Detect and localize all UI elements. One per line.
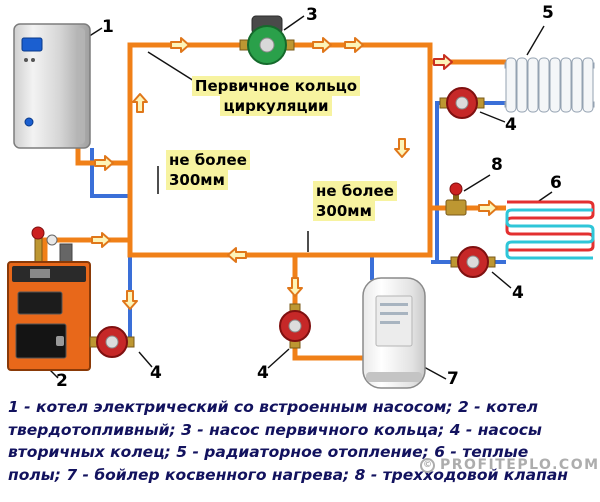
return-pipe-electric-boiler <box>90 148 130 198</box>
legend-line-3: вторичных колец; 5 - радиаторное отоплен… <box>8 443 529 461</box>
leader-4-dhw <box>267 348 290 369</box>
copyright-icon: © <box>420 457 435 473</box>
door-handle <box>56 336 64 346</box>
leader-4-radiator <box>479 111 506 123</box>
three-way-valve <box>445 182 467 216</box>
leader-4-solid <box>138 351 153 368</box>
flow-arrow-right <box>170 37 190 53</box>
flow-arrow-right <box>433 54 453 70</box>
callout-4-radiator: 4 <box>505 115 517 135</box>
valve-knob <box>449 182 463 196</box>
callout-4-dhw: 4 <box>257 363 269 383</box>
primary-ring-label: Первичное кольцо циркуляции <box>186 76 366 116</box>
supply-pipe-dhw-boiler <box>292 255 364 361</box>
distance-note-left: не более 300мм <box>166 150 250 190</box>
secondary-pump-radiator <box>439 87 485 119</box>
leader-8 <box>463 174 491 192</box>
solid-fuel-boiler <box>7 226 91 371</box>
watermark-text: PROFITEPLO.COM <box>440 457 600 473</box>
secondary-pump-floor <box>450 246 496 278</box>
flow-arrow-down <box>122 290 138 310</box>
legend-caption: 1 - котел электрический со встроенным на… <box>8 396 598 486</box>
callout-1: 1 <box>102 17 114 37</box>
watermark: © PROFITEPLO.COM <box>420 457 600 473</box>
callout-4-floor: 4 <box>512 283 524 303</box>
callout-8: 8 <box>491 155 503 175</box>
leader-5 <box>526 25 545 56</box>
flow-arrow-right <box>478 200 498 216</box>
flow-arrow-right <box>91 232 111 248</box>
electric-boiler <box>13 23 91 149</box>
leader-4-floor <box>491 271 512 289</box>
leader-3 <box>283 15 305 31</box>
callout-2: 2 <box>56 371 68 391</box>
return-pipe-radiator <box>435 101 506 260</box>
flow-arrow-left <box>227 247 247 263</box>
secondary-pump-solid-fuel <box>89 326 135 358</box>
lower-door <box>15 323 67 359</box>
legend-line-1: 1 - котел электрический со встроенным на… <box>8 398 539 416</box>
safety-valve <box>31 226 45 240</box>
supply-pipe-solid-boiler <box>42 237 130 264</box>
pressure-gauge <box>46 234 58 246</box>
indirect-boiler <box>362 277 426 389</box>
secondary-pump-dhw <box>279 303 311 349</box>
flow-arrow-up <box>132 93 148 113</box>
flow-arrow-down <box>394 138 410 158</box>
callout-6: 6 <box>550 173 562 193</box>
flow-arrow-right <box>312 37 332 53</box>
leader-7 <box>423 366 447 380</box>
callout-3: 3 <box>306 5 318 25</box>
flow-arrow-right <box>94 155 114 171</box>
upper-door <box>17 291 63 315</box>
callout-7: 7 <box>447 369 459 389</box>
primary-ring-label-line2: циркуляции <box>220 96 332 116</box>
boiler-display <box>21 37 43 52</box>
primary-circuit-pump <box>239 15 295 65</box>
distance-note-middle: не более 300мм <box>313 181 397 221</box>
flow-arrow-right <box>344 37 364 53</box>
primary-ring-label-line1: Первичное кольцо <box>191 76 361 96</box>
flow-arrow-down <box>287 277 303 297</box>
floor-heating-coil <box>505 200 595 260</box>
radiator <box>504 57 595 113</box>
callout-5: 5 <box>542 3 554 23</box>
legend-line-2: твердотопливный; 3 - насос первичного ко… <box>8 420 542 439</box>
callout-4-solid: 4 <box>150 363 162 383</box>
